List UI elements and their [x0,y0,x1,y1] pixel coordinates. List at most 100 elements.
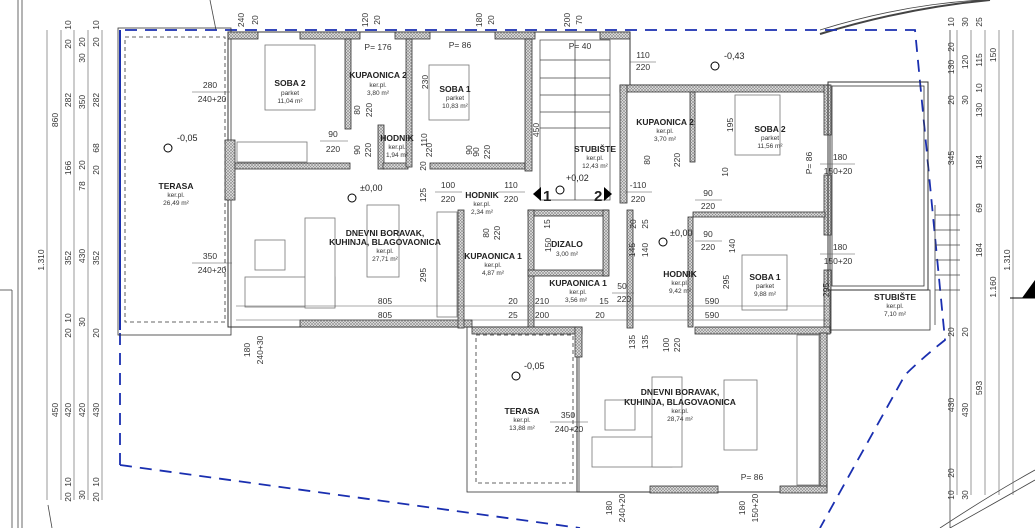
level-label: ±0,00 [670,228,692,238]
opening-width: 90 [464,145,474,155]
level-label: -0,05 [177,133,198,143]
dimension-label: 352 [91,251,101,265]
room-area: 26,49 m² [163,200,189,207]
opening-height: 220 [441,194,455,204]
level-label: -0,43 [724,51,745,61]
opening-height: 220 [326,144,340,154]
opening-width: 80 [352,105,362,115]
room-area: 4,87 m² [482,270,505,277]
dimension-label: 25 [640,219,650,229]
opening-width: 280 [203,80,217,90]
room-hodnik-small: HODNIK ker.pl. 1,94 m² [380,133,414,159]
parapet-height: P= 86 [804,152,814,175]
dimension-label: 30 [77,53,87,63]
opening-height: 220 [482,145,492,159]
dimension-label: 20 [628,219,638,229]
section-markers: 1 2 [533,187,612,205]
dimension-label: 200 [535,310,549,320]
terrace-outline-left [124,36,226,323]
dimensions-top: 240 20 120 20 180 20 200 70 [236,13,584,27]
dimension-label: 140 [640,243,650,257]
dimension-label: 130 [974,103,984,117]
dimension-label: 78 [77,181,87,191]
room-dizalo: DIZALO 3,00 m² [551,239,583,258]
room-soba-1-left: SOBA 1 parket 10,83 m² [439,84,471,110]
opening-height: 220 [672,153,682,167]
room-name: DNEVNI BORAVAK, [346,228,425,238]
room-name: TERASA [505,406,540,416]
dimension-label: 20 [946,327,956,337]
dimension-label: 210 [535,296,549,306]
staircase [539,39,960,325]
dimension-label: 20 [372,15,382,25]
dimension-label: 70 [574,15,584,25]
room-floor: ker.pl. [569,289,587,296]
room-area: 3,70 m² [654,136,677,143]
room-name: KUPAONICA 2 [636,117,694,127]
dimension-label: 593 [974,381,984,395]
dimension-label: 30 [77,490,87,500]
room-floor: ker.pl. [513,417,531,424]
dimension-label: 20 [63,39,73,49]
opening-width: 80 [481,228,491,238]
room-floor: parket [756,283,774,290]
room-soba-2-left: SOBA 2 parket 11,04 m² [274,78,306,105]
dimension-label: 805 [378,296,392,306]
opening-height: 220 [504,194,518,204]
opening-width: 180 [242,343,252,357]
walls [224,31,931,494]
dimension-label: 69 [974,203,984,213]
opening-height: 220 [364,103,374,117]
room-name: HODNIK [465,190,499,200]
plot-boundary-dashed [119,29,946,528]
room-area: 9,42 m² [669,288,692,295]
room-living-bottom: DNEVNI BORAVAK, KUHINJA, BLAGOVAONICA ke… [624,387,736,423]
opening-width: 90 [703,188,713,198]
dimensions-right: 10 20 130 20 345 20 430 20 10 30 120 30 … [946,17,1035,500]
room-terasa-bottom: TERASA ker.pl. 13,88 m² [505,406,540,432]
room-hodnik-left: HODNIK ker.pl. 2,34 m² [465,190,499,216]
dimension-label: 10 [974,83,984,93]
opening-labels-vertical: 80 220 90 220 90 220 80 220 100 220 180 … [242,103,760,523]
dimension-label: 430 [77,249,87,263]
room-kupaonica-2-right: KUPAONICA 2 ker.pl. 3,70 m² [636,117,694,143]
dimension-label: 345 [946,151,956,165]
opening-width: 180 [604,501,614,515]
dimension-label: 1.310 [36,249,46,271]
dimension-label: 450 [531,123,541,137]
dimension-label: 200 [562,13,572,27]
room-area: 10,83 m² [442,103,468,110]
dimension-label: 25 [508,310,518,320]
opening-height: 220 [617,294,631,304]
parapet-labels: P= 176 P= 86 P= 40 P= 86 P= 86 [364,40,814,482]
dimension-label: 166 [63,161,73,175]
room-hodnik-right: HODNIK ker.pl. 9,42 m² [663,269,697,295]
dimension-label: 20 [77,37,87,47]
opening-width: 100 [441,180,455,190]
room-floor: parket [446,95,464,102]
dimension-label: 860 [50,113,60,127]
room-floor: ker.pl. [473,201,491,208]
opening-width: 350 [561,410,575,420]
room-floor: ker.pl. [376,248,394,255]
dimension-label: 10 [63,477,73,487]
dimension-label: 180 [474,13,484,27]
dimension-label: 120 [360,13,370,27]
dimension-label: 20 [91,37,101,47]
opening-height: 240+20 [198,94,227,104]
room-floor: ker.pl. [886,303,904,310]
section-marker-1: 1 [543,188,551,205]
dimension-label: 1.310 [1002,249,1012,271]
terrace-outline-bottom [475,334,574,484]
room-floor: ker.pl. [671,408,689,415]
dimension-label: 420 [77,403,87,417]
opening-height: 220 [492,226,502,240]
section-marker-2: 2 [594,188,602,205]
dimension-label: 450 [50,403,60,417]
opening-height: 150+20 [750,493,760,522]
parapet-height: P= 176 [364,42,391,52]
opening-width: 90 [703,229,713,239]
opening-height: 150+20 [824,256,853,266]
